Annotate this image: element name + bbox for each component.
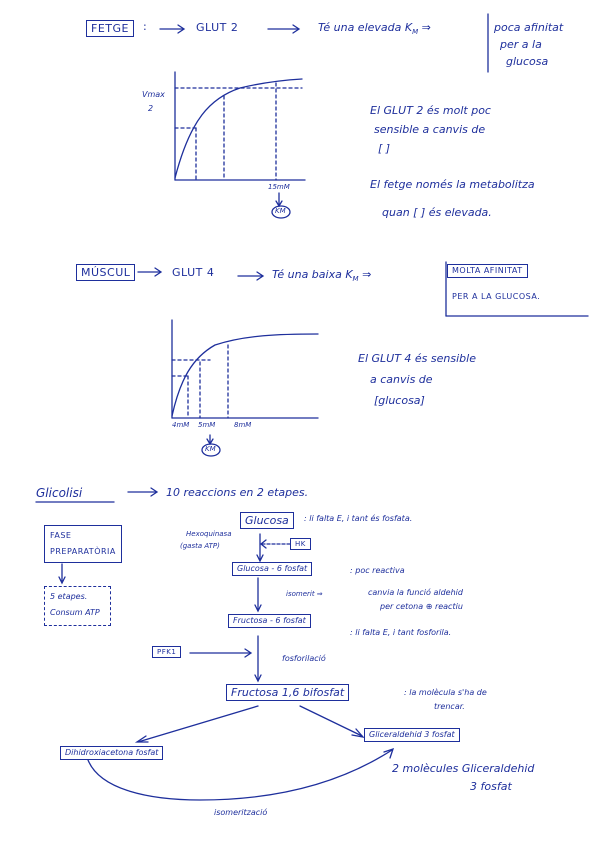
muscul-transporter: GLUT 4 (172, 266, 215, 279)
muscul-label: MÚSCUL (76, 264, 136, 282)
glicolisi-intro: 10 reaccions en 2 etapes. (166, 486, 309, 499)
fetge-graph (174, 71, 306, 219)
fetge-arrows (159, 13, 489, 73)
fetge-transporter: GLUT 2 (196, 21, 239, 34)
muscul-graph (171, 319, 319, 457)
g6p-box: Glucosa - 6 fosfat (232, 562, 313, 576)
fetge-affinity-2: per a la (500, 38, 542, 51)
muscul-affinity-1: MOLTA AFINITAT (447, 264, 528, 278)
muscul-note-1: El GLUT 4 és sensible (358, 352, 476, 365)
hexo-label-1: Hexoquinasa (186, 530, 232, 538)
muscul-km-text: Té una baixa K (272, 268, 353, 281)
fase-line-2: PREPARATÒRIA (50, 547, 116, 556)
fetge-note1-1: El GLUT 2 és molt poc (370, 104, 491, 117)
f16bp-note-1: : la molècula s'ha de (404, 688, 487, 697)
fetge-xtick: 15mM (268, 183, 290, 191)
muscul-xtick-1: 4mM (172, 421, 190, 429)
muscul-note-2: a canvis de (370, 373, 433, 386)
f16bp-box: Fructosa 1,6 bifosfat (226, 684, 350, 702)
isomeritzacio: isomerització (214, 808, 268, 817)
fetge-label: FETGE (86, 20, 134, 38)
muscul-km: Té una baixa KM ⇒ (272, 268, 372, 284)
f6p-box: Fructosa - 6 fosfat (228, 614, 311, 628)
muscul-note-3: [glucosa] (374, 394, 425, 407)
fetge-km-text: Té una elevada K (318, 21, 413, 34)
f16bp-note-2: trencar. (434, 702, 465, 711)
muscul-affinity-2: PER A LA GLUCOSA. (452, 292, 541, 301)
fetge-ylabel-den: 2 (148, 104, 154, 113)
fetge-note2-2: quan [ ] és elevada. (382, 206, 492, 219)
fase-line-1: FASE (50, 531, 72, 540)
glycolysis-arrows (35, 487, 395, 801)
result-1: 2 molècules Gliceraldehid (392, 762, 535, 775)
glucosa-box: Glucosa (240, 512, 294, 530)
hexo-label-2: (gasta ATP) (180, 542, 220, 550)
dhap-box: Dihidroxiacetona fosfat (60, 746, 164, 760)
glucosa-note: : li falta E, i tant és fosfata. (304, 514, 413, 523)
result-2: 3 fosfat (470, 780, 512, 793)
isomeritz-note-2: per cetona ⊕ reactiu (380, 602, 463, 611)
muscul-arrows (137, 261, 589, 317)
fetge-ylabel: Vmax (142, 90, 165, 99)
fetge-km-sub: M (412, 28, 419, 37)
muscul-xtick-3: 8mM (234, 421, 252, 429)
fase-box: FASE PREPARATÒRIA (44, 525, 122, 563)
etapes-line-1: 5 etapes. (50, 592, 88, 601)
fetge-km: Té una elevada KM ⇒ (318, 21, 431, 37)
fetge-km-label: KM (275, 207, 286, 215)
f6p-note: : li falta E, i tant fosforila. (350, 628, 452, 637)
fetge-affinity-1: poca afinitat (494, 21, 564, 34)
fetge-note2-1: El fetge només la metabolitza (370, 178, 535, 191)
muscul-km-label: KM (205, 445, 216, 453)
muscul-xtick-2: 5mM (198, 421, 216, 429)
hk-box: HK (290, 538, 311, 551)
g6p-note: : poc reactiva (350, 566, 405, 575)
glicolisi-title: Glicolisi (36, 486, 83, 500)
fetge-note1-2: sensible a canvis de (374, 123, 486, 136)
fetge-affinity-3: glucosa (506, 55, 549, 68)
isomeritz-note-1: canvia la funció aldehid (368, 588, 463, 597)
colon: : (143, 20, 148, 33)
etapes-line-2: Consum ATP (50, 608, 100, 617)
pfk1-box: PFK1 (152, 646, 182, 659)
isomeritz: isomerit ⇒ (286, 590, 323, 598)
gap-box: Gliceraldehid 3 fosfat (364, 728, 460, 742)
fetge-note1-3: [ ] (378, 142, 391, 155)
muscul-km-sub: M (352, 275, 359, 284)
etapes-box: 5 etapes. Consum ATP (44, 586, 111, 626)
fosforilacio: fosforilació (282, 654, 326, 663)
